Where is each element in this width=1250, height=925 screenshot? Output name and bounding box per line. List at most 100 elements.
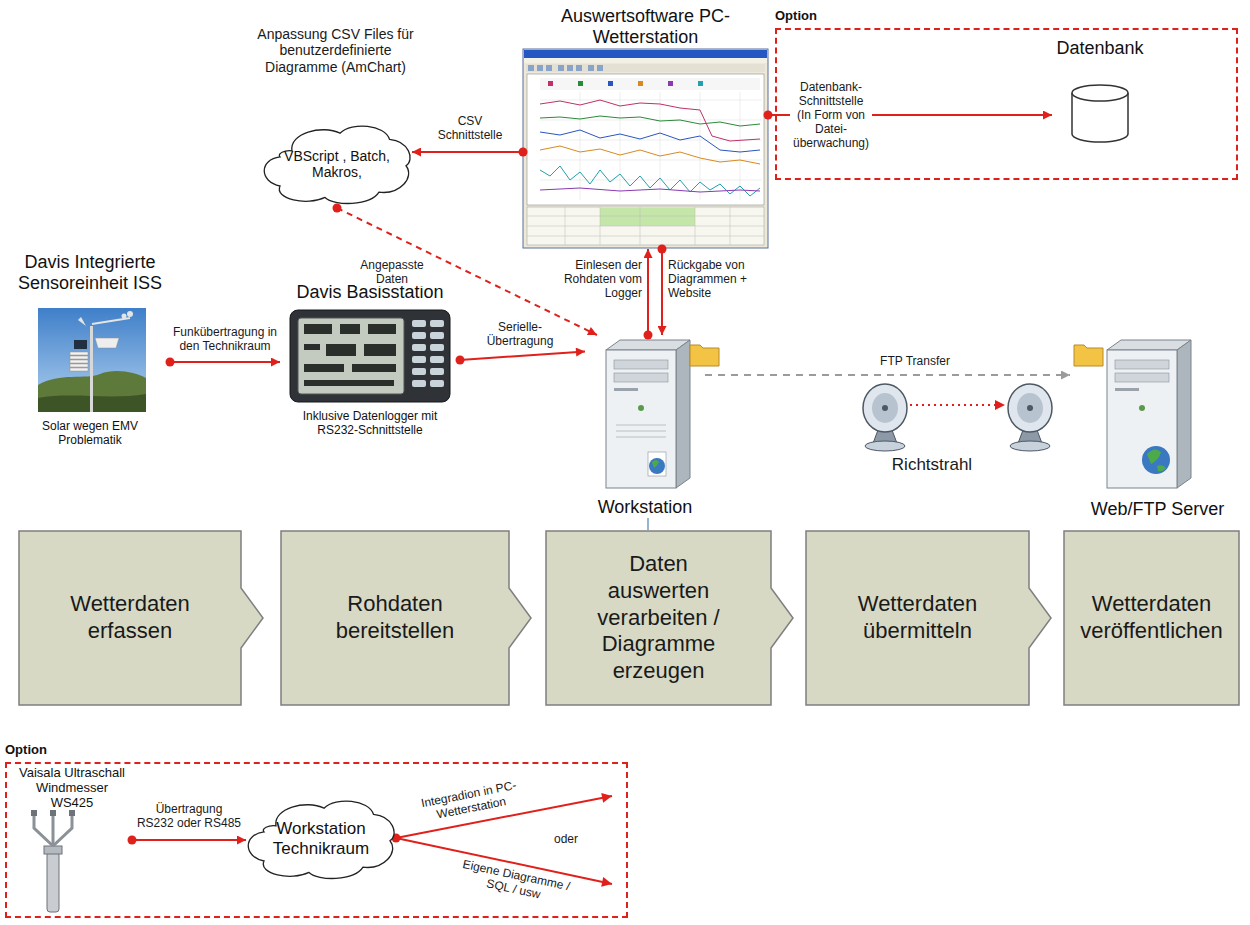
console-picture-part-part	[430, 320, 444, 327]
sensor-photo-part-part	[70, 356, 88, 359]
software-screenshot-part	[528, 65, 603, 71]
workstation-tower-part	[616, 425, 666, 437]
console-picture-part	[298, 318, 404, 394]
sensor-photo-part	[70, 352, 88, 371]
workstation-tower-part	[638, 405, 644, 411]
wind-sensor-picture-part	[31, 810, 37, 816]
sensor-photo	[38, 308, 146, 412]
console-picture-part-part	[326, 344, 356, 356]
node-heading: Option	[5, 743, 47, 758]
connector-dot	[333, 204, 342, 213]
software-screenshot-part-part	[588, 65, 594, 71]
arrow-label: oder	[548, 832, 584, 846]
dish-antenna	[863, 384, 907, 451]
dish-antenna-part	[1027, 405, 1033, 411]
console-picture-part-part	[430, 380, 444, 387]
dish-antenna-part	[863, 384, 907, 432]
software-screenshot-part-part	[540, 78, 760, 90]
server-tower-part	[1115, 388, 1139, 391]
software-screenshot-part-part	[527, 216, 764, 217]
software-screenshot-part-part	[640, 207, 641, 245]
connector-dot	[456, 356, 465, 365]
console-picture-part-part	[304, 344, 320, 350]
process-step: Wetterdaten veröffentlichen	[1063, 530, 1240, 706]
edge-label: Einlesen der Rohdaten vom Logger	[558, 258, 642, 300]
software-screenshot-part-part	[540, 100, 762, 101]
sensor-unit: Davis Integrierte Sensoreinheit ISSSolar…	[10, 252, 170, 448]
software-screenshot-part	[540, 92, 762, 200]
server-tower-part	[1139, 405, 1145, 411]
arrow-label: Eigene Diagramme / SQL / usw	[449, 855, 582, 909]
node-heading: Davis Integrierte Sensoreinheit ISS	[12, 252, 168, 293]
software-screenshot-part-part	[528, 65, 534, 71]
connector-dot	[644, 331, 653, 340]
wind-sensor-picture-part	[47, 852, 59, 912]
software-screenshot-part	[524, 58, 767, 63]
wind-sensor-picture-part	[50, 810, 56, 816]
software-screenshot-part-part	[540, 130, 760, 152]
console-picture-part	[290, 310, 450, 402]
server-tower-part	[1177, 340, 1191, 488]
software-screenshot-part-part	[527, 226, 764, 227]
workstation-tower	[606, 340, 690, 488]
workstation-tower-part	[648, 452, 666, 476]
console-picture-part-part	[364, 344, 396, 356]
sensor-photo-part	[127, 311, 133, 317]
software-screenshot-part-part	[540, 116, 760, 126]
software-screenshot-part-part	[668, 81, 673, 86]
software-screenshot-part	[548, 81, 703, 86]
radio-link-arrow	[910, 405, 1005, 406]
node-heading: Workstation Technikraum	[265, 819, 377, 858]
software-screenshot-part-part	[548, 81, 553, 86]
software-screenshot-part	[527, 74, 764, 205]
process-step: Wetterdaten erfassen	[18, 530, 264, 706]
folder-icon	[1074, 345, 1103, 366]
workstation-tower-part-part	[616, 437, 666, 438]
software-screenshot-part-part	[537, 65, 543, 71]
software-screenshot	[523, 49, 768, 248]
software-screenshot-part-part	[660, 92, 661, 200]
software-screenshot-part-part	[600, 207, 601, 245]
software-screenshot-part-part	[730, 207, 731, 245]
connector-dot	[128, 836, 137, 845]
connector-dot	[519, 148, 528, 157]
connector-dot	[658, 245, 667, 254]
connector	[661, 249, 663, 335]
console-picture-part-part	[340, 324, 360, 334]
wind-sensor-picture-part	[53, 814, 72, 846]
sensor-photo-part	[122, 314, 127, 319]
console-picture-part-part	[412, 368, 426, 375]
console-picture-part	[412, 320, 444, 387]
workstation-tower-part	[614, 388, 638, 391]
server-tower-part	[1115, 373, 1169, 382]
software-screenshot-part-part	[700, 92, 701, 200]
sensor-photo-part	[90, 326, 93, 412]
software-screenshot-part-part	[620, 92, 621, 200]
software-screenshot-part-part	[576, 65, 582, 71]
node-heading: Vaisala Ultraschall Windmesser WS425	[14, 766, 130, 811]
software-screenshot-part-part	[527, 236, 764, 237]
console-picture-part-part	[412, 344, 426, 351]
console-picture-part-part	[352, 364, 396, 372]
folder-icon-part	[1074, 345, 1103, 366]
section-heading: Anpassung CSV Files für benutzerdefinier…	[248, 26, 423, 75]
step-shape	[1064, 531, 1239, 705]
console-picture-part-part	[368, 324, 396, 334]
software-screenshot-part-part	[580, 92, 581, 200]
dish-antenna-part	[882, 405, 888, 411]
step-shape	[281, 531, 531, 705]
software-screenshot-part-part	[540, 180, 762, 181]
node-heading: Wetterdaten übermitteln	[838, 591, 998, 645]
connector	[705, 374, 1070, 376]
software-screenshot-part-part	[546, 65, 552, 71]
node-heading: Datenbank	[1056, 38, 1143, 59]
edge-label: Angepasste Daten	[355, 258, 429, 286]
console-picture-part-part	[304, 324, 332, 334]
software-screenshot-part-part	[567, 65, 573, 71]
sensor-photo-part-part	[70, 368, 88, 371]
server-tower-part	[1142, 446, 1170, 474]
workstation-tower-part	[649, 458, 665, 474]
software-screenshot-part-part	[695, 207, 696, 245]
console-picture-part-part	[430, 344, 444, 351]
